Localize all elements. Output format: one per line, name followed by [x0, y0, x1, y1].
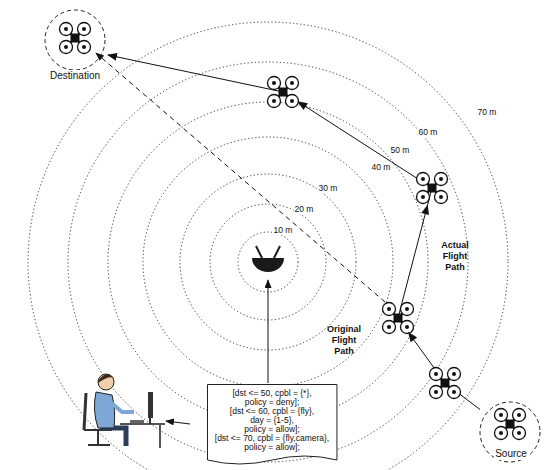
distance-label: 40 m	[371, 162, 392, 172]
desk	[120, 423, 165, 425]
antenna-rod	[256, 246, 262, 258]
drone-icon	[495, 409, 526, 440]
policy-to-operator-arrow	[166, 421, 190, 424]
range-rings	[28, 22, 508, 470]
label-anchor: 60 m	[418, 121, 439, 139]
label-anchor: 40 m	[371, 156, 392, 174]
distance-label: 20 m	[294, 204, 315, 214]
path-label: Actual Flight Path	[435, 240, 475, 273]
path-label: Original Flight Path	[321, 324, 367, 357]
chair-seat	[84, 430, 112, 445]
endpoint-ring: Source	[480, 402, 542, 464]
distance-label: 70 m	[477, 107, 498, 117]
original-path-line	[96, 53, 392, 308]
label-anchor: 50 m	[390, 139, 411, 157]
policy-rule-text: day = {1-5},	[207, 416, 337, 425]
operator-arm	[108, 400, 134, 412]
label-anchor: Original Flight Path	[321, 324, 367, 358]
policy-to-antenna-arrow	[268, 280, 269, 383]
label-anchor: 30 m	[318, 177, 339, 195]
path-arrowhead	[421, 203, 431, 215]
distance-label: 50 m	[390, 145, 411, 155]
monitor	[148, 392, 153, 418]
drone-icon	[417, 173, 448, 204]
policy-rule-text: [dst <= 60, cpbl = {fly},	[207, 407, 337, 416]
endpoint-label: Destination	[49, 70, 101, 82]
desk-leg	[159, 424, 161, 448]
policy-rule-text: [dst <= 50, cpbl = {*},	[207, 389, 337, 398]
range-ring	[68, 62, 468, 462]
distance-label: 10 m	[273, 225, 294, 235]
range-ring	[143, 137, 393, 387]
operator-legs	[100, 428, 126, 446]
drone-icon	[60, 23, 91, 54]
flight-path-connector	[108, 55, 480, 410]
drone-icon	[430, 368, 461, 399]
antenna-icon	[252, 246, 284, 272]
endpoint-label: Source	[494, 448, 528, 460]
label-anchor: 10 m	[273, 219, 294, 237]
range-ring	[28, 22, 508, 470]
operator-head	[98, 374, 114, 390]
dish	[252, 258, 284, 272]
label-anchor: 70 m	[477, 101, 498, 119]
keyboard	[130, 420, 144, 423]
operator-body	[94, 392, 114, 428]
policy-rule-text: policy = allow];	[207, 425, 337, 434]
ring-circle	[45, 10, 105, 70]
range-ring	[108, 102, 428, 422]
operator-figure	[84, 374, 165, 448]
distance-label: 60 m	[418, 127, 439, 137]
policy-rule-text: policy = allow];	[207, 443, 337, 452]
path-arrowhead	[295, 98, 308, 110]
policy-rule-text: [dst <= 70, cpbl = {fly,camera},	[207, 434, 337, 443]
policy-document: [dst <= 50, cpbl = {*},policy = deny];[d…	[207, 384, 337, 468]
operator-hair	[98, 374, 114, 383]
chair-back	[84, 393, 86, 430]
label-anchor: 20 m	[294, 198, 315, 216]
document-shape	[207, 385, 336, 465]
distance-label: 30 m	[318, 183, 339, 193]
label-anchor: Actual Flight Path	[435, 240, 475, 274]
monitor-stand	[149, 418, 151, 424]
antenna-rod	[274, 246, 280, 258]
path-arrowhead	[405, 329, 417, 342]
drone-icon	[268, 77, 299, 108]
endpoint-ring: Destination	[42, 8, 108, 88]
policy-rule-text: policy = deny];	[207, 398, 337, 407]
ring-circle	[480, 402, 540, 462]
drone-icon	[383, 303, 414, 334]
